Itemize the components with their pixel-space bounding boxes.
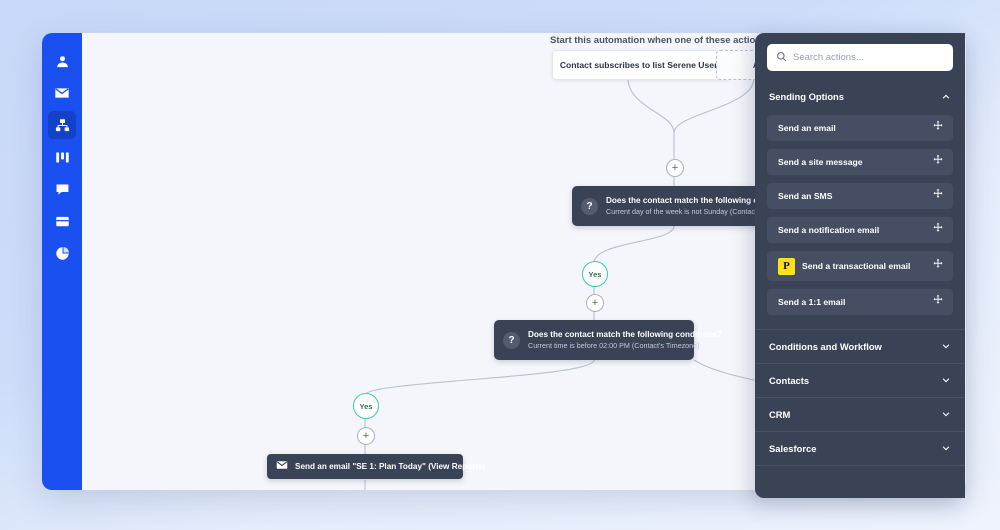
category-header-conditions-and-workflow[interactable]: Conditions and Workflow <box>755 329 965 363</box>
plus-glyph: + <box>671 161 679 174</box>
category-label: CRM <box>769 409 791 420</box>
action-item-send-a-notification-email[interactable]: Send a notification email <box>767 217 953 243</box>
question-icon: ? <box>503 331 520 349</box>
category-header-partial[interactable] <box>755 465 965 498</box>
card-icon <box>55 214 70 229</box>
chevron-down-icon <box>941 409 951 421</box>
search-input[interactable] <box>793 52 944 63</box>
action-item-label: Send an SMS <box>778 191 833 201</box>
question-icon: ? <box>581 197 598 215</box>
search-box[interactable] <box>767 44 953 71</box>
action-item-send-an-sms[interactable]: Send an SMS <box>767 183 953 209</box>
action-item-label: Send an email <box>778 123 836 133</box>
category-header-crm[interactable]: CRM <box>755 397 965 431</box>
category-header-contacts[interactable]: Contacts <box>755 363 965 397</box>
sitemap-icon <box>55 118 70 133</box>
sidebar-item-automations[interactable] <box>48 111 76 139</box>
sidebar-item-campaigns[interactable] <box>48 79 76 107</box>
action-item-label: Send a notification email <box>778 225 880 235</box>
drag-handle-icon[interactable] <box>932 257 944 275</box>
category-label: Sending Options <box>769 90 844 102</box>
branch-badge-yes-1[interactable]: Yes <box>582 261 608 287</box>
action-item-send-an-email[interactable]: Send an email <box>767 115 953 141</box>
action-item-label: Send a site message <box>778 157 863 167</box>
action-item-send-a-1-1-email[interactable]: Send a 1:1 email <box>767 289 953 315</box>
sidebar-item-contacts[interactable] <box>48 47 76 75</box>
branch-label: Yes <box>359 401 373 411</box>
add-step-button[interactable]: + <box>357 427 375 445</box>
chevron-up-icon <box>941 90 951 102</box>
drag-handle-icon[interactable] <box>932 119 944 137</box>
branch-badge-yes-2[interactable]: Yes <box>353 393 379 419</box>
search-icon <box>776 49 787 67</box>
envelope-icon <box>54 85 70 101</box>
chevron-down-icon <box>941 375 951 387</box>
condition-title: Does the contact match the following con… <box>606 196 800 206</box>
add-step-button[interactable]: + <box>586 294 604 312</box>
action-node-send-email[interactable]: Send an email "SE 1: Plan Today" (View R… <box>267 454 485 479</box>
envelope-icon <box>276 458 288 476</box>
plus-glyph: + <box>362 429 370 442</box>
category-label: Salesforce <box>769 443 817 454</box>
drag-handle-icon[interactable] <box>932 293 944 311</box>
category-label: Conditions and Workflow <box>769 341 882 352</box>
category-label: Contacts <box>769 375 810 386</box>
sidebar-item-reports[interactable] <box>48 239 76 267</box>
chevron-down-icon <box>941 341 951 353</box>
action-item-label: Send a 1:1 email <box>778 297 846 307</box>
search-area <box>755 33 965 81</box>
trigger-label: Contact subscribes to list Serene Users <box>559 60 723 70</box>
plus-glyph: + <box>591 296 599 309</box>
condition-title: Does the contact match the following con… <box>528 330 722 340</box>
category-body-sending-options: Send an email Send a site message Send a… <box>755 111 965 329</box>
columns-icon <box>55 150 70 165</box>
action-item-send-a-transactional-email[interactable]: P Send a transactional email <box>767 251 953 281</box>
category-header-sending-options[interactable]: Sending Options <box>755 81 965 111</box>
condition-subtitle: Current day of the week is not Sunday (C… <box>606 207 798 217</box>
condition-node-1[interactable]: ? Does the contact match the following c… <box>572 186 800 226</box>
drag-handle-icon[interactable] <box>932 153 944 171</box>
sidebar-item-pages[interactable] <box>48 207 76 235</box>
condition-node-2[interactable]: ? Does the contact match the following c… <box>494 320 722 360</box>
sidebar-rail <box>42 33 82 490</box>
drag-handle-icon[interactable] <box>932 187 944 205</box>
add-step-button[interactable]: + <box>666 159 684 177</box>
pie-chart-icon <box>55 246 70 261</box>
action-node-label: Send an email "SE 1: Plan Today" (View R… <box>295 462 486 471</box>
actions-panel: Sending Options Send an email Send a sit… <box>755 33 965 498</box>
condition-subtitle: Current time is before 02:00 PM (Contact… <box>528 341 700 351</box>
branch-label: Yes <box>588 269 602 279</box>
drag-handle-icon[interactable] <box>932 221 944 239</box>
postmark-badge-icon: P <box>778 257 795 275</box>
sidebar-item-deals[interactable] <box>48 143 76 171</box>
action-item-send-a-site-message[interactable]: Send a site message <box>767 149 953 175</box>
person-icon <box>55 54 70 69</box>
chat-icon <box>55 182 70 197</box>
action-item-label: Send a transactional email <box>802 261 911 271</box>
sidebar-item-conversations[interactable] <box>48 175 76 203</box>
trigger-heading: Start this automation when one of these … <box>550 35 821 46</box>
category-header-salesforce[interactable]: Salesforce <box>755 431 965 465</box>
trigger-box-subscribe[interactable]: Contact subscribes to list Serene Users <box>552 50 730 80</box>
chevron-down-icon <box>941 443 951 455</box>
